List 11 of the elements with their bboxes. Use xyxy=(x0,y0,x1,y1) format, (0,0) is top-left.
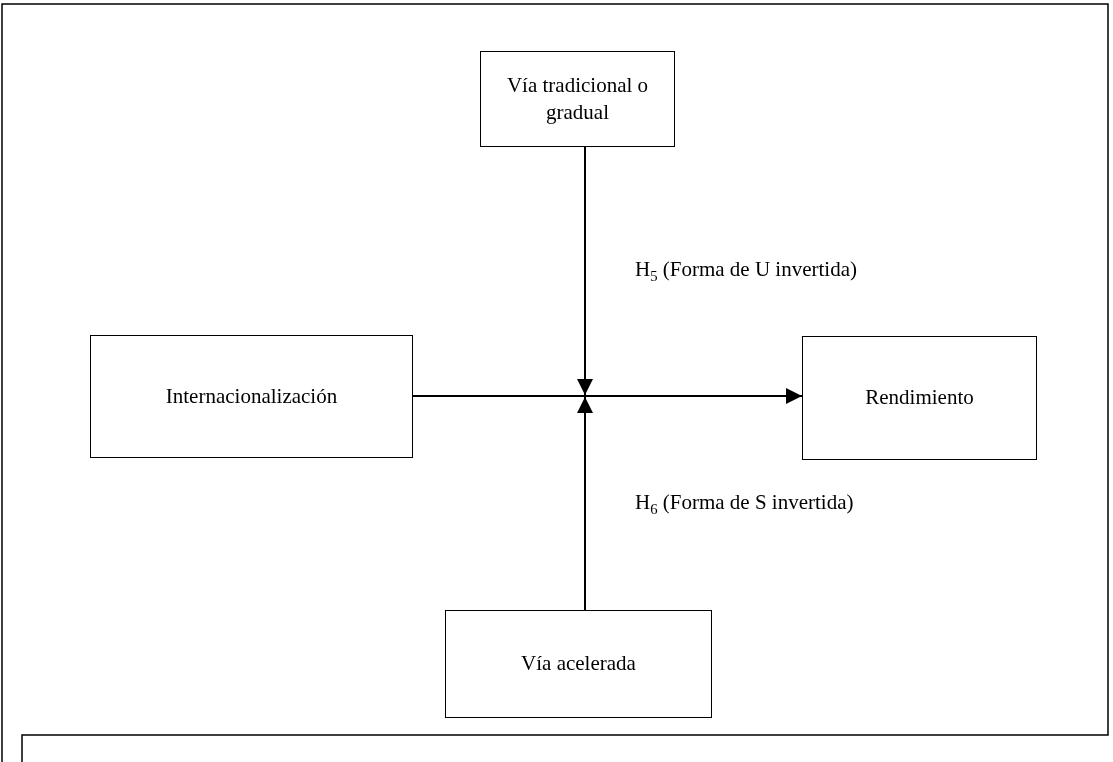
arrow xyxy=(577,396,593,611)
concept-box xyxy=(480,51,675,147)
box-text: Rendimiento xyxy=(864,384,975,412)
box-text: Internacionalización xyxy=(164,382,339,410)
arrow xyxy=(577,146,593,396)
concept-box xyxy=(802,336,1037,460)
arrow xyxy=(412,388,803,404)
concept-box xyxy=(445,610,712,718)
concept-box xyxy=(90,335,413,458)
box-text: Vía acelerada xyxy=(520,650,637,678)
box-text: Vía tradicional o gradual xyxy=(505,71,650,126)
